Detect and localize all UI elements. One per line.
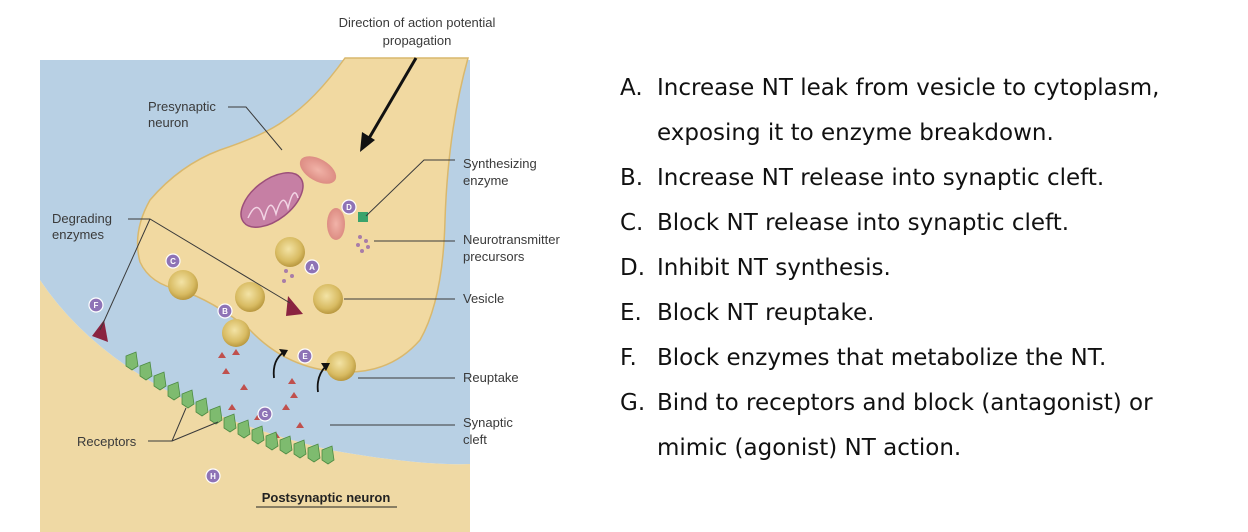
synthesizing-label-line1: Synthesizing	[463, 156, 537, 171]
direction-label-line1: Direction of action potential	[339, 15, 496, 30]
mitochondrion-3	[327, 208, 345, 240]
marker-b: B	[217, 303, 233, 319]
presynaptic-neuron	[136, 57, 469, 373]
item-letter: D.	[620, 255, 646, 281]
action-potential-arrowhead	[360, 132, 375, 152]
list-item-a: A. Increase NT leak from vesicle to cytop…	[620, 66, 1227, 156]
vesicle-label: Vesicle	[463, 291, 504, 306]
list-item-g: G. Bind to receptors and block (antagonis…	[620, 381, 1227, 471]
vesicle	[235, 282, 265, 312]
svg-text:C: C	[170, 257, 176, 266]
marker-h: H	[205, 468, 221, 484]
svg-text:G: G	[262, 410, 268, 419]
item-letter: G.	[620, 390, 646, 416]
list-item-c: C. Block NT release into synaptic cleft.	[620, 201, 1227, 246]
action-potential-arrow	[366, 57, 418, 141]
leader-line	[365, 159, 455, 217]
list-item-d: D. Inhibit NT synthesis.	[620, 246, 1227, 291]
reuptake-arrowhead	[279, 349, 288, 357]
marker-a: A	[304, 259, 320, 275]
neurotransmitter-precursors	[282, 235, 370, 283]
leader-line	[148, 407, 219, 442]
degrading-label-line1: Degrading	[52, 211, 112, 226]
item-text: Block enzymes that metabolize the NT.	[657, 345, 1107, 371]
svg-text:F: F	[94, 301, 99, 310]
cleft-label-line2: cleft	[463, 432, 487, 447]
synapse-diagram: A B C D E F G H Direction of action pote…	[40, 15, 560, 532]
receptors	[125, 351, 335, 465]
cleft-label-line1: Synaptic	[463, 415, 513, 430]
leader-line	[228, 106, 283, 151]
degrading-enzyme	[92, 320, 108, 342]
marker-f: F	[88, 297, 104, 313]
degrading-enzyme	[286, 296, 303, 316]
list-item-f: F. Block enzymes that metabolize the NT.	[620, 336, 1227, 381]
vesicle	[313, 284, 343, 314]
mitochondrion-2	[299, 156, 337, 184]
svg-text:E: E	[302, 352, 308, 361]
vesicle-fusing	[222, 319, 250, 347]
item-text: Block NT reuptake.	[657, 300, 875, 326]
mitochondrion	[240, 172, 304, 228]
svg-text:D: D	[346, 203, 352, 212]
presynaptic-label-line2: neuron	[148, 115, 188, 130]
postsynaptic-neuron	[40, 280, 470, 532]
item-letter: A.	[620, 75, 643, 101]
svg-text:B: B	[222, 307, 228, 316]
vesicle-reuptake	[326, 351, 356, 381]
item-letter: E.	[620, 300, 642, 326]
item-text: Increase NT leak from vesicle to cytopla…	[657, 75, 1160, 146]
vesicle	[275, 237, 305, 267]
marker-c: C	[165, 253, 181, 269]
precursors-label-line1: Neurotransmitter	[463, 232, 560, 247]
reuptake-label: Reuptake	[463, 370, 519, 385]
drug-action-list: A. Increase NT leak from vesicle to cytop…	[620, 66, 1227, 471]
receptors-label: Receptors	[77, 434, 137, 449]
item-letter: C.	[620, 210, 644, 236]
postsynaptic-label: Postsynaptic neuron	[262, 490, 391, 505]
marker-e: E	[297, 348, 313, 364]
synthesizing-label-line2: enzyme	[463, 173, 509, 188]
svg-text:H: H	[210, 472, 216, 481]
item-letter: F.	[620, 345, 637, 371]
marker-g: G	[257, 406, 273, 422]
vesicle	[168, 270, 198, 300]
item-text: Inhibit NT synthesis.	[657, 255, 891, 281]
marker-d: D	[341, 199, 357, 215]
item-text: Increase NT release into synaptic cleft.	[657, 165, 1105, 191]
reuptake-arrowhead-2	[321, 363, 330, 371]
presynaptic-label-line1: Presynaptic	[148, 99, 216, 114]
mitochondrion-cristae	[247, 192, 299, 221]
direction-label-line2: propagation	[383, 33, 452, 48]
svg-text:A: A	[309, 263, 315, 272]
list-item-b: B. Increase NT release into synaptic clef…	[620, 156, 1227, 201]
leader-line	[99, 218, 151, 331]
precursors-label-line2: precursors	[463, 249, 525, 264]
item-letter: B.	[620, 165, 644, 191]
item-text: Bind to receptors and block (antagonist)…	[657, 390, 1153, 461]
item-text: Block NT release into synaptic cleft.	[657, 210, 1070, 236]
degrading-label-line2: enzymes	[52, 227, 105, 242]
list-item-e: E. Block NT reuptake.	[620, 291, 1227, 336]
synthesizing-enzyme	[358, 212, 368, 222]
